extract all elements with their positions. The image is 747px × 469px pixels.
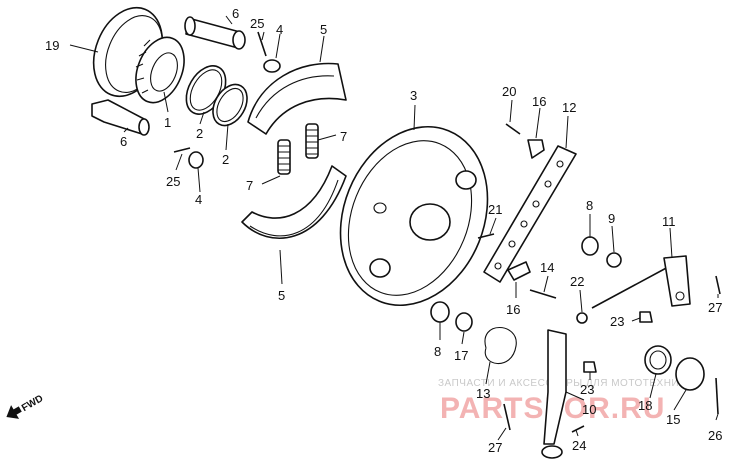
callout-4-lower: 4 (195, 192, 202, 207)
callout-7-left: 7 (246, 178, 253, 193)
part-nut-23-lower (583, 361, 597, 373)
callout-18: 18 (638, 398, 652, 413)
callout-24: 24 (572, 438, 586, 453)
part-pin-lower (173, 147, 191, 153)
fwd-marker: FWD (6, 393, 45, 419)
part-switch-15 (675, 357, 705, 391)
part-bolt-14 (529, 289, 557, 299)
callout-12: 12 (562, 100, 576, 115)
leader-lines (69, 15, 719, 441)
fwd-arrow-icon (6, 405, 22, 419)
callout-20: 20 (502, 84, 516, 99)
callout-11: 11 (662, 214, 676, 229)
part-nut-23-upper (639, 311, 653, 323)
callout-1: 1 (164, 115, 171, 130)
callout-5-upper: 5 (320, 22, 327, 37)
part-nut-22 (576, 312, 588, 324)
callout-19: 19 (45, 38, 59, 53)
part-washer-lower (188, 151, 204, 169)
callouts: 19 6 25 4 5 1 2 2 6 25 4 7 7 5 3 20 16 1… (45, 6, 722, 455)
part-seal-8-lower (430, 301, 450, 323)
part-seal-17 (455, 312, 473, 332)
part-bolt-27-lower (503, 403, 511, 431)
callout-7-right: 7 (340, 129, 347, 144)
callout-10: 10 (582, 402, 596, 417)
callout-8-lower: 8 (434, 344, 441, 359)
part-brake-shoe-upper (247, 62, 347, 135)
callout-3: 3 (410, 88, 417, 103)
callout-26: 26 (708, 428, 722, 443)
callout-27-right: 27 (708, 300, 722, 315)
callout-17: 17 (454, 348, 468, 363)
part-o-ring-lower (212, 83, 248, 127)
part-pin-upper (257, 31, 267, 57)
callout-6-lower: 6 (120, 134, 127, 149)
callout-4-upper: 4 (276, 22, 283, 37)
part-cam-gear (135, 36, 185, 104)
callout-2-lower: 2 (222, 152, 229, 167)
part-brake-panel (339, 125, 489, 307)
part-clip-upper (527, 139, 545, 159)
callout-21: 21 (488, 202, 502, 217)
part-return-spring-13 (484, 326, 517, 365)
part-seal-8-upper (581, 236, 599, 256)
callout-14: 14 (540, 260, 554, 275)
part-spring-left (277, 139, 291, 175)
part-seal-18 (644, 345, 672, 375)
part-brake-arm-11 (591, 255, 691, 309)
callout-2-upper: 2 (196, 126, 203, 141)
part-bolt-27-right (715, 275, 721, 295)
part-washer-9 (606, 252, 622, 268)
part-cotter-24 (571, 425, 585, 433)
part-clip-lower (507, 261, 531, 281)
callout-25-lower: 25 (166, 174, 180, 189)
callout-25-upper: 25 (250, 16, 264, 31)
callout-16-upper: 16 (532, 94, 546, 109)
callout-13: 13 (476, 386, 490, 401)
callout-9: 9 (608, 211, 615, 226)
callout-15: 15 (666, 412, 680, 427)
part-spring-right (305, 123, 319, 159)
part-brake-pedal-10 (541, 329, 567, 459)
callout-27-lower: 27 (488, 440, 502, 455)
callout-23-upper: 23 (610, 314, 624, 329)
part-bolt-20 (505, 123, 521, 135)
callout-6-upper: 6 (232, 6, 239, 21)
fwd-label: FWD (20, 393, 45, 414)
part-bolt-21 (477, 233, 495, 239)
part-torque-arm (483, 145, 577, 283)
callout-23-lower: 23 (580, 382, 594, 397)
callout-5-lower: 5 (278, 288, 285, 303)
part-washer-upper (263, 59, 281, 73)
part-cam-shaft-upper (184, 16, 246, 50)
part-pin-26 (715, 377, 719, 415)
callout-16-lower: 16 (506, 302, 520, 317)
callout-8-upper: 8 (586, 198, 593, 213)
callout-22: 22 (570, 274, 584, 289)
part-cam-shaft-lower (91, 99, 150, 136)
part-brake-shoe-lower (241, 165, 347, 239)
